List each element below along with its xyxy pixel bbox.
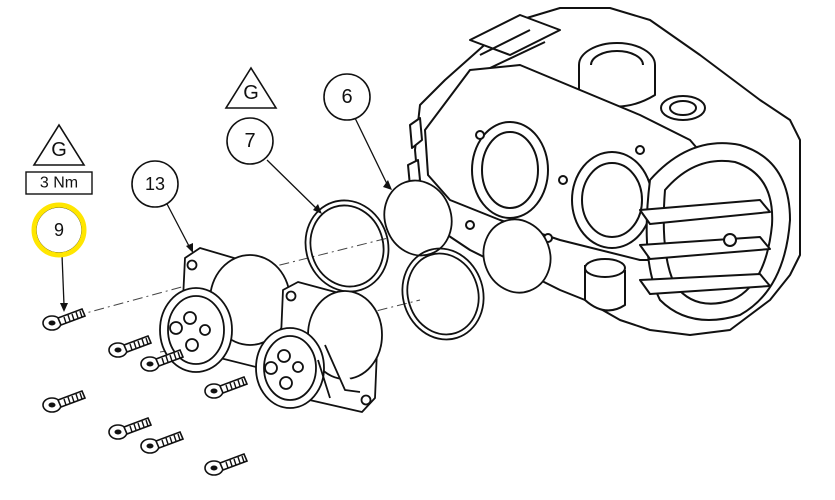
callout-6: 6 — [323, 73, 371, 121]
screw — [204, 376, 248, 399]
torque-symbol-left-label: G — [51, 139, 67, 161]
highlight-ring — [31, 202, 87, 258]
callout-9-label: 9 — [54, 220, 64, 240]
screw — [140, 431, 184, 454]
torque-value-box — [25, 171, 93, 195]
membrane-discs — [383, 179, 552, 294]
callout-7: 7 — [226, 117, 274, 165]
valve-housing — [407, 7, 801, 336]
callout-13-label: 13 — [145, 174, 165, 194]
flange-connector-front — [255, 281, 383, 413]
callout-6-label: 6 — [341, 86, 352, 108]
leader-lines — [61, 117, 389, 306]
callout-13: 13 — [131, 160, 179, 208]
callout-7-label: 7 — [244, 130, 255, 152]
screw — [42, 390, 86, 413]
torque-symbol-mid-label: G — [243, 82, 259, 104]
leader-arrowheads — [60, 180, 392, 312]
callout-9: 9 — [31, 202, 87, 258]
screw — [204, 453, 248, 476]
torque-symbol-left: G 3 Nm — [25, 123, 93, 195]
screw — [108, 335, 152, 358]
o-rings — [304, 199, 485, 341]
screw — [42, 308, 86, 331]
torque-value: 3 Nm — [40, 175, 78, 192]
flange-connector-rear — [159, 247, 291, 373]
torque-symbol-mid: G — [224, 66, 278, 109]
screw — [108, 417, 152, 440]
